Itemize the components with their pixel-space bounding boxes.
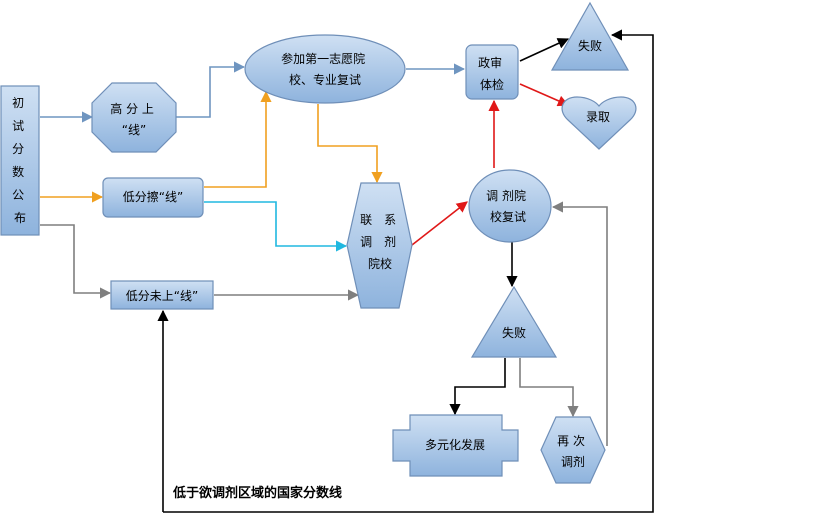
node-high-score-line: “线” xyxy=(122,123,146,137)
node-admitted-line: 录取 xyxy=(586,110,610,124)
node-transfer-retest-line: 调 剂院 xyxy=(486,188,526,203)
node-high-score: 高 分 上 “线” xyxy=(91,82,177,153)
node-political-check: 政审 体检 xyxy=(465,44,519,100)
node-initial-scores-line: 分 xyxy=(12,142,24,156)
node-transfer-again-line: 再 次 xyxy=(557,434,585,448)
arrow-borderline-to-first-choice xyxy=(204,90,272,188)
nodes: 初 试 分 数 公 布 高 分 上 “线” 低分擦“线” xyxy=(0,1,637,484)
node-fail-top: 失败 xyxy=(550,1,630,71)
svg-text:录取: 录取 xyxy=(586,110,610,124)
svg-text:低分未上“线”: 低分未上“线” xyxy=(126,289,198,303)
arrow-fail-to-diversified xyxy=(449,358,506,416)
node-contact-transfer-school: 联 系 调 剂 院校 xyxy=(346,182,413,309)
node-political-check-line: 体检 xyxy=(480,77,504,92)
svg-text:失败: 失败 xyxy=(502,325,526,340)
node-high-score-line: 高 分 上 xyxy=(110,101,154,116)
node-admitted: 录取 xyxy=(561,96,637,150)
node-fail-bottom: 失败 xyxy=(470,285,558,358)
node-contact-transfer-school-line: 院校 xyxy=(368,256,392,271)
arrow-political-to-fail-top xyxy=(519,38,570,62)
node-diversified-development-line: 多元化发展 xyxy=(425,437,485,452)
arrow-contact-to-transfer-retest xyxy=(411,201,468,246)
svg-text:高 分 上 “线”: 高 分 上 “线” xyxy=(110,101,157,137)
node-initial-scores-line: 公 xyxy=(12,188,24,202)
node-initial-scores-line: 布 xyxy=(14,211,26,225)
node-diversified-development: 多元化发展 xyxy=(392,414,519,477)
arrow-borderline-to-contact xyxy=(204,201,348,252)
node-below-line-score-line: 低分未上“线” xyxy=(126,289,198,303)
arrow-first-choice-to-contact xyxy=(317,104,383,184)
svg-text:低分擦“线”: 低分擦“线” xyxy=(123,190,183,204)
arrow-fail-to-transfer-again xyxy=(519,358,579,418)
svg-text:政审 体检: 政审 体检 xyxy=(478,55,506,92)
svg-text:再 次 调剂: 再 次 调剂 xyxy=(557,434,589,469)
node-fail-bottom-line: 失败 xyxy=(502,325,526,340)
node-initial-scores-line: 试 xyxy=(12,118,24,133)
loop-annotation-label: 低于欲调剂区域的国家分数线 xyxy=(172,485,342,501)
arrow-loop-to-fail-top xyxy=(163,29,654,513)
svg-text:多元化发展: 多元化发展 xyxy=(425,437,485,452)
arrow-high-to-first-choice xyxy=(176,61,246,118)
node-first-choice-retest-line: 参加第一志愿院 xyxy=(281,51,365,66)
node-transfer-retest-line: 校复试 xyxy=(490,209,526,224)
node-fail-top-line: 失败 xyxy=(578,38,602,53)
arrow-transfer-again-to-transfer-retest xyxy=(551,201,608,446)
node-contact-transfer-school-line: 联 系 xyxy=(360,213,396,227)
arrow-political-to-admitted xyxy=(519,83,570,107)
svg-text:失败: 失败 xyxy=(578,38,602,53)
arrow-initial-to-below-line xyxy=(40,224,112,299)
node-initial-scores: 初 试 分 数 公 布 xyxy=(0,85,40,236)
node-below-line-score: 低分未上“线” xyxy=(110,280,214,310)
node-borderline-score: 低分擦“线” xyxy=(102,177,204,218)
node-initial-scores-line: 初 xyxy=(12,96,24,110)
node-initial-scores-line: 数 xyxy=(12,164,24,179)
node-transfer-again-line: 调剂 xyxy=(561,454,585,469)
svg-text:调 剂院 校复试: 调 剂院 校复试 xyxy=(486,188,530,224)
node-borderline-score-line: 低分擦“线” xyxy=(123,190,183,204)
node-first-choice-retest: 参加第一志愿院 校、专业复试 xyxy=(244,34,406,104)
node-first-choice-retest-line: 校、专业复试 xyxy=(289,72,361,87)
svg-text:联 系 调 剂 院校: 联 系 调 剂 院校 xyxy=(360,213,400,271)
node-transfer-retest: 调 剂院 校复试 xyxy=(468,169,552,243)
node-political-check-line: 政审 xyxy=(478,55,502,70)
svg-text:参加第一志愿院 校、专业复试: 参加第一志愿院 校、专业复试 xyxy=(281,51,369,87)
connectors xyxy=(40,29,654,513)
node-contact-transfer-school-line: 调 剂 xyxy=(360,234,396,249)
node-transfer-again: 再 次 调剂 xyxy=(540,416,606,484)
svg-text:初 试 分: 初 试 分 数 公 布 xyxy=(12,96,28,225)
